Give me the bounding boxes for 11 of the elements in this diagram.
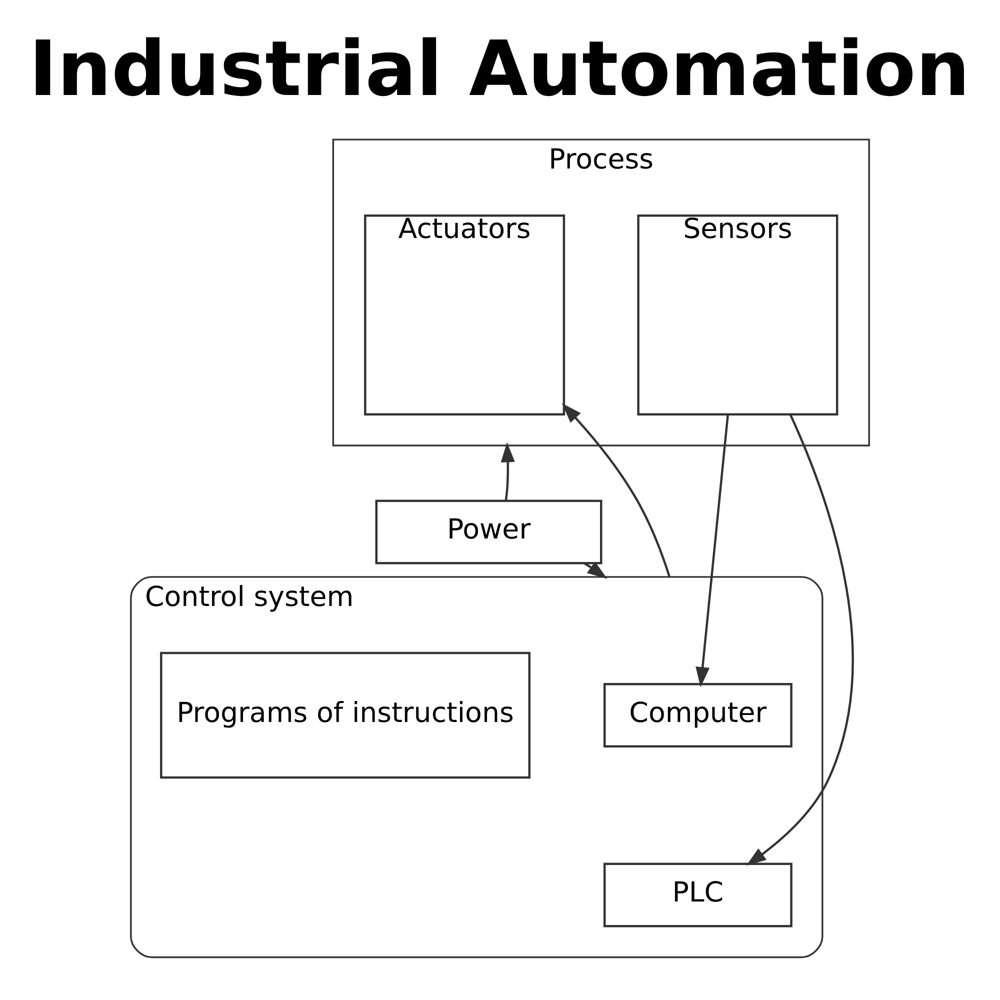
arrow <box>746 414 854 866</box>
node-box: PLC <box>603 862 792 928</box>
node-box: Sensors <box>637 214 838 416</box>
diagram-title: Industrial Automation <box>28 24 970 113</box>
node-box: Computer <box>603 682 792 748</box>
node-box: Programs of instructions <box>160 652 531 779</box>
arrow <box>696 414 729 688</box>
arrow <box>562 403 671 578</box>
node-box: Power <box>375 500 602 564</box>
arrow <box>500 442 515 501</box>
node-box: Actuators <box>364 214 566 416</box>
